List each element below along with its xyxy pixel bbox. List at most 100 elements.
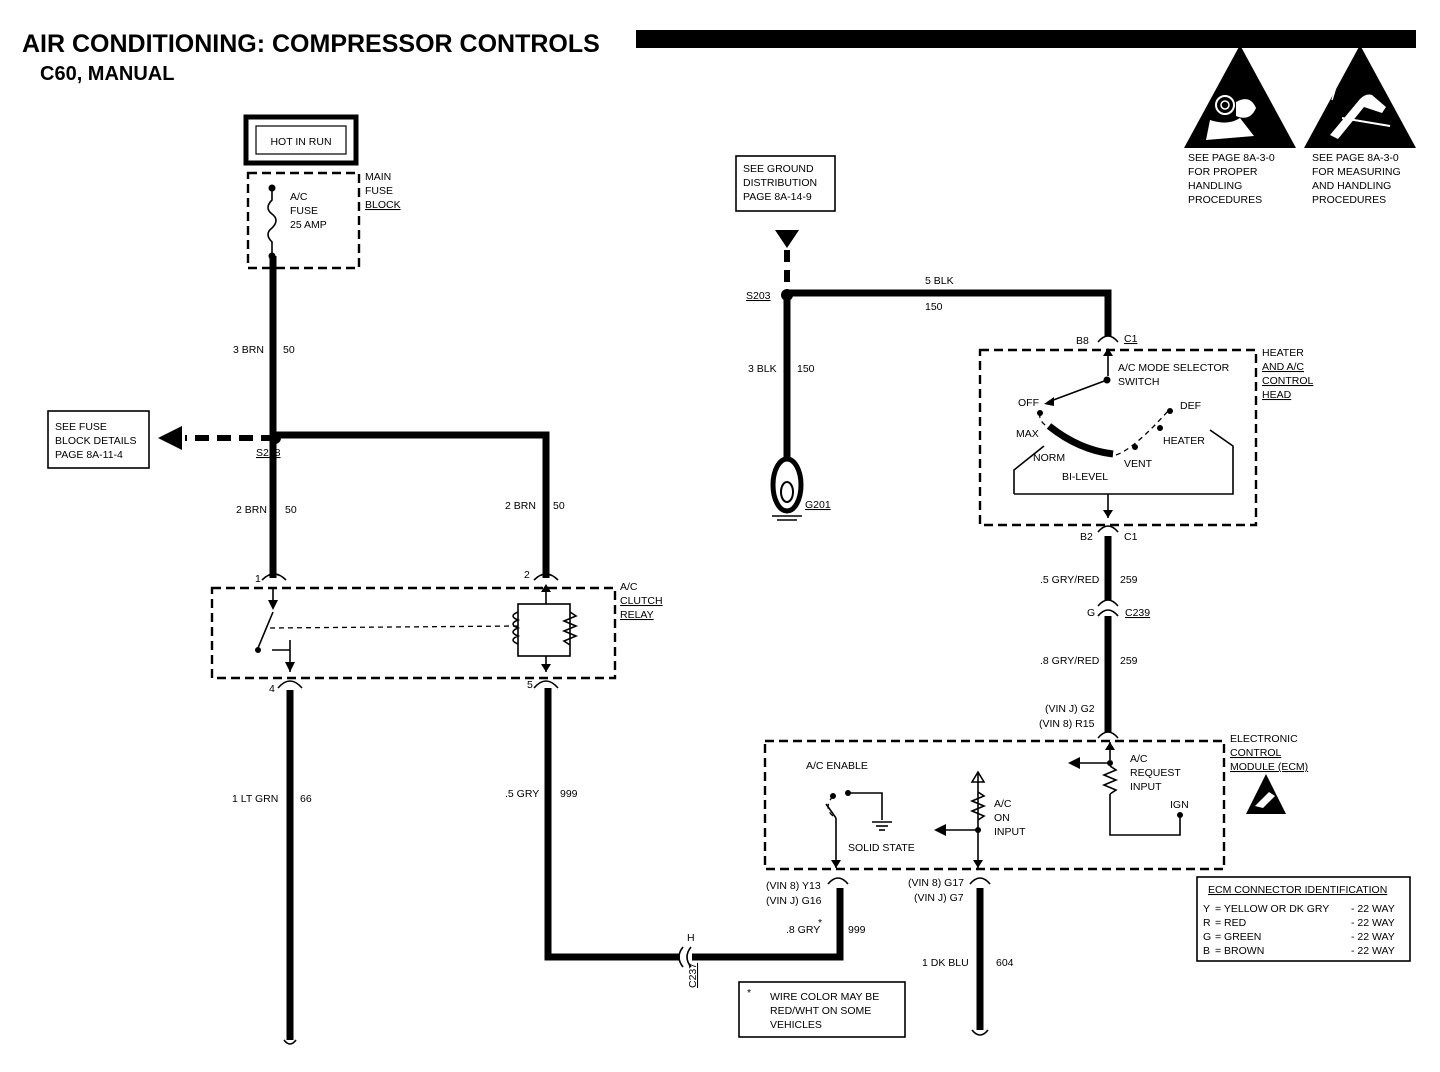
- svg-text:S203: S203: [746, 290, 771, 302]
- svg-text:HOT IN RUN: HOT IN RUN: [270, 136, 331, 148]
- svg-text:*: *: [747, 987, 751, 999]
- svg-text:FOR PROPER: FOR PROPER: [1188, 166, 1258, 178]
- svg-text:G: G: [1203, 931, 1211, 943]
- svg-text:FUSE: FUSE: [365, 185, 393, 197]
- arrow-down-icon: [775, 230, 799, 248]
- svg-text:G201: G201: [805, 499, 831, 511]
- svg-text:A/C: A/C: [994, 798, 1012, 810]
- esd-small-icon: [1246, 774, 1286, 814]
- svg-text:3 BLK: 3 BLK: [748, 363, 777, 375]
- svg-text:RED/WHT ON SOME: RED/WHT ON SOME: [770, 1005, 871, 1017]
- table-row: R = RED - 22 WAY: [1203, 917, 1395, 929]
- svg-text:A/C: A/C: [620, 581, 638, 593]
- fuse-details-ref-box: SEE FUSE BLOCK DETAILS PAGE 8A-11-4: [47, 410, 150, 469]
- svg-text:5 BLK: 5 BLK: [925, 275, 954, 287]
- arrow-left-icon: [158, 426, 182, 450]
- wire-continues-icon-2: [971, 1029, 989, 1036]
- svg-text:BLOCK: BLOCK: [365, 199, 401, 211]
- svg-text:1 DK BLU: 1 DK BLU: [922, 957, 969, 969]
- fuse-icon: [267, 188, 277, 256]
- svg-text:B: B: [1203, 945, 1210, 957]
- svg-text:(VIN 8) Y13: (VIN 8) Y13: [766, 880, 821, 892]
- esd-note-left: SEE PAGE 8A-3-0 FOR PROPER HANDLING PROC…: [1188, 152, 1275, 206]
- svg-text:.8 GRY: .8 GRY: [786, 924, 820, 936]
- svg-text:999: 999: [848, 924, 866, 936]
- hot-in-run-box: HOT IN RUN: [243, 114, 359, 166]
- svg-text:(VIN 8) G17: (VIN 8) G17: [908, 877, 964, 889]
- svg-text:.5 GRY/RED: .5 GRY/RED: [1040, 574, 1100, 586]
- svg-text:DEF: DEF: [1180, 400, 1201, 412]
- svg-text:CONTROL: CONTROL: [1262, 375, 1313, 387]
- table-title: ECM CONNECTOR IDENTIFICATION: [1208, 884, 1387, 896]
- svg-text:C1: C1: [1124, 531, 1138, 543]
- svg-text:B8: B8: [1076, 335, 1089, 347]
- svg-text:(VIN J) G16: (VIN J) G16: [766, 895, 822, 907]
- svg-text:NORM: NORM: [1033, 452, 1065, 464]
- svg-text:PROCEDURES: PROCEDURES: [1312, 194, 1386, 206]
- svg-text:PAGE 8A-14-9: PAGE 8A-14-9: [743, 191, 812, 203]
- svg-text:FUSE: FUSE: [290, 205, 318, 217]
- svg-text:(VIN 8) R15: (VIN 8) R15: [1039, 718, 1095, 730]
- svg-text:G: G: [1087, 607, 1095, 619]
- svg-text:(VIN J) G2: (VIN J) G2: [1045, 703, 1095, 715]
- svg-text:C237: C237: [687, 963, 699, 988]
- svg-text:= BROWN: = BROWN: [1215, 945, 1264, 957]
- svg-text:1 LT GRN: 1 LT GRN: [232, 793, 278, 805]
- svg-text:50: 50: [283, 344, 295, 356]
- ground-g201-icon: G201: [770, 456, 831, 521]
- svg-text:150: 150: [797, 363, 815, 375]
- svg-text:DISTRIBUTION: DISTRIBUTION: [743, 177, 817, 189]
- svg-text:A/C ENABLE: A/C ENABLE: [806, 760, 868, 772]
- svg-text:604: 604: [996, 957, 1014, 969]
- mode-selector-arc: [1046, 423, 1114, 458]
- svg-text:.8 GRY/RED: .8 GRY/RED: [1040, 655, 1100, 667]
- page-title: AIR CONDITIONING: COMPRESSOR CONTROLS: [22, 30, 600, 58]
- svg-text:259: 259: [1120, 655, 1138, 667]
- svg-text:SEE GROUND: SEE GROUND: [743, 163, 814, 175]
- svg-text:2 BRN: 2 BRN: [236, 504, 267, 516]
- wire-5blk-150: [787, 289, 1112, 336]
- svg-text:FOR MEASURING: FOR MEASURING: [1312, 166, 1401, 178]
- svg-text:SEE PAGE 8A-3-0: SEE PAGE 8A-3-0: [1312, 152, 1399, 164]
- svg-text:A/C MODE SELECTOR: A/C MODE SELECTOR: [1118, 362, 1230, 374]
- connector-c239: G C239: [1087, 599, 1150, 619]
- esd-warning-icon: [1184, 45, 1296, 148]
- svg-text:AND HANDLING: AND HANDLING: [1312, 180, 1391, 192]
- svg-text:SOLID STATE: SOLID STATE: [848, 842, 915, 854]
- svg-text:PROCEDURES: PROCEDURES: [1188, 194, 1262, 206]
- svg-text:1: 1: [255, 573, 261, 585]
- table-row: G = GREEN - 22 WAY: [1203, 931, 1395, 943]
- relay-coil-icon: [512, 611, 521, 645]
- heater-ac-control-head: B8 C1 HEATER AND A/C CONTROL HEAD A/C MO…: [978, 333, 1313, 543]
- svg-text:S238: S238: [256, 447, 281, 459]
- ecm-connector-table: ECM CONNECTOR IDENTIFICATION Y = YELLOW …: [1196, 876, 1411, 962]
- svg-text:H: H: [687, 932, 695, 944]
- svg-text:ON: ON: [994, 812, 1010, 824]
- ground-ref-box: SEE GROUND DISTRIBUTION PAGE 8A-14-9: [735, 155, 836, 212]
- svg-text:150: 150: [925, 301, 943, 313]
- svg-text:BLOCK DETAILS: BLOCK DETAILS: [55, 435, 137, 447]
- page-subtitle: C60, MANUAL: [40, 63, 174, 85]
- svg-text:CONTROL: CONTROL: [1230, 747, 1281, 759]
- svg-text:A/C: A/C: [290, 191, 308, 203]
- svg-text:66: 66: [300, 793, 312, 805]
- svg-text:= YELLOW OR DK GRY: = YELLOW OR DK GRY: [1215, 903, 1329, 915]
- ac-clutch-relay: 1 2 4 5 A/C CLUTCH RELAY: [210, 569, 663, 695]
- svg-text:HEAD: HEAD: [1262, 389, 1292, 401]
- svg-text:ELECTRONIC: ELECTRONIC: [1230, 733, 1298, 745]
- svg-text:- 22 WAY: - 22 WAY: [1351, 917, 1395, 929]
- svg-text:SWITCH: SWITCH: [1118, 376, 1159, 388]
- svg-text:999: 999: [560, 788, 578, 800]
- svg-text:*: *: [818, 917, 822, 929]
- svg-text:BI-LEVEL: BI-LEVEL: [1062, 471, 1108, 483]
- svg-text:- 22 WAY: - 22 WAY: [1351, 903, 1395, 915]
- svg-text:- 22 WAY: - 22 WAY: [1351, 931, 1395, 943]
- svg-text:- 22 WAY: - 22 WAY: [1351, 945, 1395, 957]
- svg-text:= RED: = RED: [1215, 917, 1247, 929]
- svg-text:25 AMP: 25 AMP: [290, 219, 327, 231]
- svg-text:B2: B2: [1080, 531, 1093, 543]
- wire-2brn-50-right: [275, 431, 550, 578]
- svg-text:50: 50: [285, 504, 297, 516]
- svg-text:(VIN J) G7: (VIN J) G7: [914, 892, 964, 904]
